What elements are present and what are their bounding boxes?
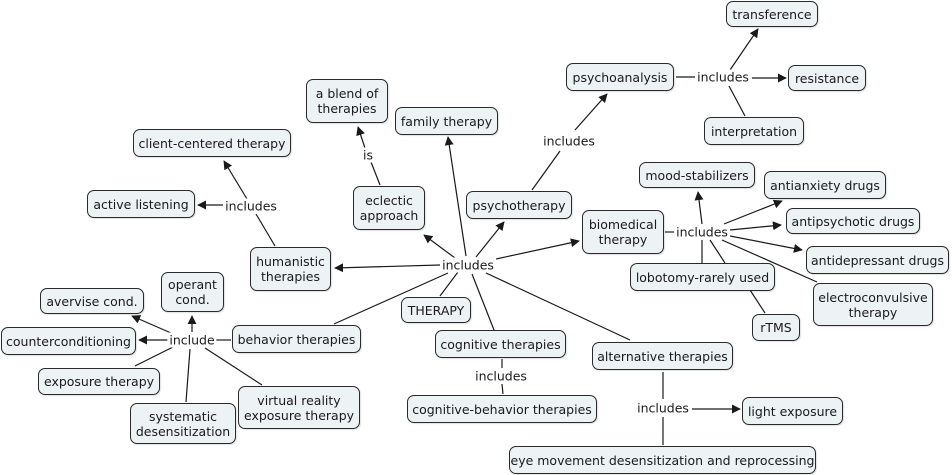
node-active-listening[interactable]: active listening <box>87 190 195 218</box>
node-aversive-conditioning[interactable]: avervise cond. <box>40 288 144 314</box>
node-resistance[interactable]: resistance <box>788 65 866 91</box>
node-lobotomy[interactable]: lobotomy-rarely used <box>630 263 775 291</box>
node-mood-stabilizers[interactable]: mood-stabilizers <box>639 162 755 188</box>
link-hub-psychotherapy <box>475 221 505 258</box>
link-interpretation-includes <box>728 85 746 117</box>
node-client-centered-therapy[interactable]: client-centered therapy <box>133 129 291 157</box>
link-includes-psychoanalysis <box>574 93 608 131</box>
node-interpretation[interactable]: interpretation <box>704 117 804 145</box>
link-includes-cbt <box>501 383 504 395</box>
node-counterconditioning[interactable]: counterconditioning <box>1 327 136 355</box>
node-humanistic-therapies[interactable]: humanistic therapies <box>250 247 331 291</box>
link-humanistic-includes <box>255 213 276 247</box>
link-includes-mood <box>694 191 704 225</box>
node-rtms[interactable]: rTMS <box>752 314 800 341</box>
node-blend-of-therapies[interactable]: a blend of therapies <box>306 79 388 123</box>
linking-phrase-behavior-include: include <box>167 332 217 348</box>
link-psychotherapy-includes <box>531 150 561 191</box>
linking-phrase-humanistic-includes: includes <box>223 198 279 214</box>
linking-phrase-psychoanalysis-includes: includes <box>695 69 751 85</box>
link-includes-transference <box>729 28 759 71</box>
node-antidepressant-drugs[interactable]: antidepressant drugs <box>806 246 949 274</box>
node-psychoanalysis[interactable]: psychoanalysis <box>566 63 674 91</box>
link-include-exposure <box>134 346 174 367</box>
node-operant-conditioning[interactable]: operant cond. <box>161 272 224 312</box>
node-family-therapy[interactable]: family therapy <box>395 107 498 135</box>
link-hub-cognitive <box>471 273 495 331</box>
link-includes-antipsychotic <box>729 221 782 231</box>
node-cognitive-behavior-therapies[interactable]: cognitive-behavior therapies <box>407 395 597 423</box>
linking-phrase-biomedical-includes: includes <box>674 224 730 240</box>
linking-phrase-psychotherapy-includes: includes <box>541 133 597 149</box>
link-include-virtual <box>204 347 263 386</box>
node-electroconvulsive-therapy[interactable]: electroconvulsive therapy <box>813 283 933 326</box>
link-hub-biomedical <box>495 238 580 260</box>
link-include-systematic <box>185 348 191 403</box>
node-emdr[interactable]: eye movement desensitization and reproce… <box>509 446 816 474</box>
link-hub-alternative <box>485 272 631 341</box>
node-transference[interactable]: transference <box>726 1 818 27</box>
link-hub-behavior <box>333 272 449 325</box>
link-therapy-hub <box>439 271 459 297</box>
link-includes-antidepressant <box>729 235 803 253</box>
linking-phrase-main-includes: includes <box>440 257 496 273</box>
link-hub-family <box>444 136 467 257</box>
linking-phrase-alternative-includes: includes <box>635 400 691 416</box>
node-alternative-therapies[interactable]: alternative therapies <box>592 342 733 370</box>
link-hub-humanistic <box>334 263 441 273</box>
link-eclectic-is <box>370 161 381 186</box>
link-hub-eclectic <box>423 234 456 259</box>
node-behavior-therapies[interactable]: behavior therapies <box>232 325 361 353</box>
link-includes-ect <box>721 239 818 283</box>
node-therapy[interactable]: THERAPY <box>401 297 471 323</box>
node-light-exposure[interactable]: light exposure <box>742 397 843 425</box>
link-includes-client <box>223 160 248 200</box>
link-lobotomy-rtms <box>749 289 766 314</box>
node-exposure-therapy[interactable]: exposure therapy <box>38 368 160 395</box>
node-psychotherapy[interactable]: psychotherapy <box>466 191 572 219</box>
link-is-blend <box>356 126 366 149</box>
node-antianxiety-drugs[interactable]: antianxiety drugs <box>764 171 886 199</box>
node-systematic-desensitization[interactable]: systematic desensitization <box>130 403 236 444</box>
node-virtual-reality-exposure[interactable]: virtual reality exposure therapy <box>238 386 360 429</box>
node-eclectic-approach[interactable]: eclectic approach <box>353 186 425 230</box>
link-includes-antianxiety <box>723 199 783 225</box>
node-biomedical-therapy[interactable]: biomedical therapy <box>582 210 664 254</box>
link-includes-rtms-a <box>709 239 726 264</box>
linking-phrase-cognitive-includes: includes <box>473 368 529 384</box>
node-cognitive-therapies[interactable]: cognitive therapies <box>435 330 566 358</box>
node-antipsychotic-drugs[interactable]: antipsychotic drugs <box>786 208 920 234</box>
link-include-aversive <box>131 315 172 334</box>
linking-phrase-eclectic-is: is <box>361 147 375 163</box>
